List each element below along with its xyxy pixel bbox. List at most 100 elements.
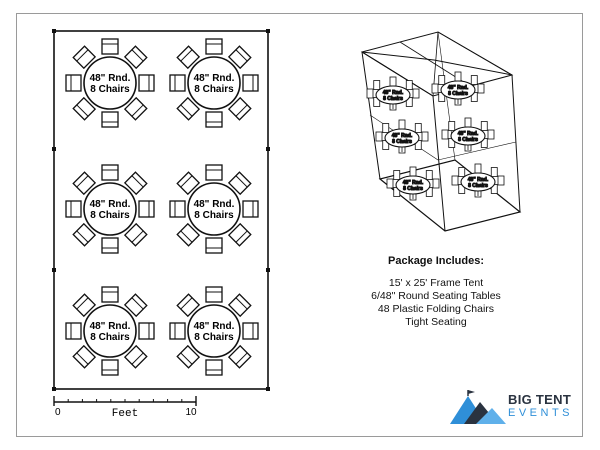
tent-3d-chair xyxy=(421,131,429,142)
table-label-chairs: 8 Chairs xyxy=(194,332,234,343)
tent-3d-chair xyxy=(490,167,498,177)
tent-3d-chair xyxy=(451,175,459,186)
tent-3d-chair xyxy=(497,175,505,186)
tent-3d-table: 48" Rnd.8 Chairs xyxy=(366,76,420,111)
round-table xyxy=(187,56,241,110)
table-label-size: 48" Rnd. xyxy=(194,73,235,84)
scale-end-label: 10 xyxy=(185,407,197,418)
table-label-chairs: 8 Chairs xyxy=(90,332,130,343)
tent-3d-table: 48" Rnd.8 Chairs xyxy=(386,166,440,201)
chair xyxy=(101,359,119,376)
chair xyxy=(65,200,82,218)
tent-3d-chair xyxy=(366,88,374,99)
chair xyxy=(123,293,148,318)
chair xyxy=(176,293,201,318)
tent-3d-chair xyxy=(412,88,420,99)
tent-3d-chair xyxy=(373,80,381,90)
chair xyxy=(242,322,259,340)
chair xyxy=(101,38,119,55)
chair xyxy=(65,322,82,340)
tent-3d-chair xyxy=(477,83,485,94)
table-label-size: 48" Rnd. xyxy=(90,199,131,210)
scale-start-label: 0 xyxy=(55,407,61,418)
scale-unit-label: Feet xyxy=(112,408,138,420)
table-group: 48" Rnd.8 Chairs xyxy=(169,38,259,128)
round-table xyxy=(83,56,137,110)
table-label-size: 48" Rnd. xyxy=(194,199,235,210)
package-item-chairs: 48 Plastic Folding Chairs xyxy=(377,303,495,315)
tent-post xyxy=(266,268,270,272)
table-label-size: 48" Rnd. xyxy=(90,321,131,332)
tent-3d-chair xyxy=(389,76,397,87)
tent-3d-chair xyxy=(470,75,478,85)
table-label-chairs: 8 Chairs xyxy=(194,84,234,95)
table-label-size: 48" Rnd. xyxy=(194,321,235,332)
chair xyxy=(205,111,223,128)
chair xyxy=(169,200,186,218)
floor-plan-posts xyxy=(52,29,270,391)
tent-3d-table-label-size: 48" Rnd. xyxy=(448,85,469,91)
tent-3d-table-label-size: 48" Rnd. xyxy=(392,133,413,139)
tent-3d-chair xyxy=(405,80,413,90)
tent-3d-table: 48" Rnd.8 Chairs xyxy=(451,163,505,198)
chair xyxy=(72,293,97,318)
round-table xyxy=(187,304,241,358)
chair xyxy=(123,96,148,121)
table-label-chairs: 8 Chairs xyxy=(90,210,130,221)
tent-3d-chair xyxy=(375,131,383,142)
chair xyxy=(176,171,201,196)
tent-3d-chair xyxy=(487,129,495,140)
tent-3d-chair xyxy=(474,163,482,174)
chair xyxy=(72,344,97,369)
tent-3d-chair xyxy=(441,129,449,140)
table-group: 48" Rnd.8 Chairs xyxy=(65,164,155,254)
package-title: Package Includes: xyxy=(388,255,484,267)
tent-3d-chair xyxy=(382,123,390,133)
logo-text-events: EVENTS xyxy=(508,407,574,419)
tent-3d-chair xyxy=(398,119,406,130)
chair xyxy=(169,74,186,92)
tent-3d-chair xyxy=(414,123,422,133)
chair xyxy=(138,74,155,92)
tent-3d-table-label-chairs: 8 Chairs xyxy=(403,186,423,192)
big-tent-events-logo: BIG TENT EVENTS xyxy=(446,388,576,428)
tent-floor-outline xyxy=(53,30,269,390)
tent-3d-chair xyxy=(425,170,433,180)
table-group: 48" Rnd.8 Chairs xyxy=(65,286,155,376)
chair xyxy=(123,171,148,196)
chair xyxy=(101,111,119,128)
tent-3d-table-label-size: 48" Rnd. xyxy=(468,177,489,183)
chair xyxy=(138,200,155,218)
package-item-tables: 6/48" Round Seating Tables xyxy=(371,290,501,302)
tent-3d-chair xyxy=(454,71,462,82)
table-label-size: 48" Rnd. xyxy=(90,73,131,84)
chair xyxy=(101,286,119,303)
tent-3d-table-label-chairs: 8 Chairs xyxy=(383,96,403,102)
chair xyxy=(205,237,223,254)
chair xyxy=(176,222,201,247)
chair xyxy=(169,322,186,340)
chair xyxy=(227,344,252,369)
tent-corner-back-right xyxy=(511,74,521,213)
tent-post xyxy=(266,29,270,33)
table-group: 48" Rnd.8 Chairs xyxy=(65,38,155,128)
chair xyxy=(227,171,252,196)
tent-3d-chair xyxy=(386,178,394,189)
round-table xyxy=(187,182,241,236)
chair xyxy=(123,222,148,247)
tent-3d-floor xyxy=(378,159,522,232)
chair xyxy=(242,74,259,92)
chair xyxy=(227,96,252,121)
chair xyxy=(227,222,252,247)
package-includes: Package Includes: 15' x 25' Frame Tent 6… xyxy=(352,255,520,329)
tent-3d-table: 48" Rnd.8 Chairs xyxy=(431,71,485,106)
tent-3d-table-label-size: 48" Rnd. xyxy=(383,90,404,96)
tent-3d-chair xyxy=(431,83,439,94)
chair xyxy=(101,237,119,254)
chair xyxy=(227,45,252,70)
chair xyxy=(72,171,97,196)
chair xyxy=(242,200,259,218)
